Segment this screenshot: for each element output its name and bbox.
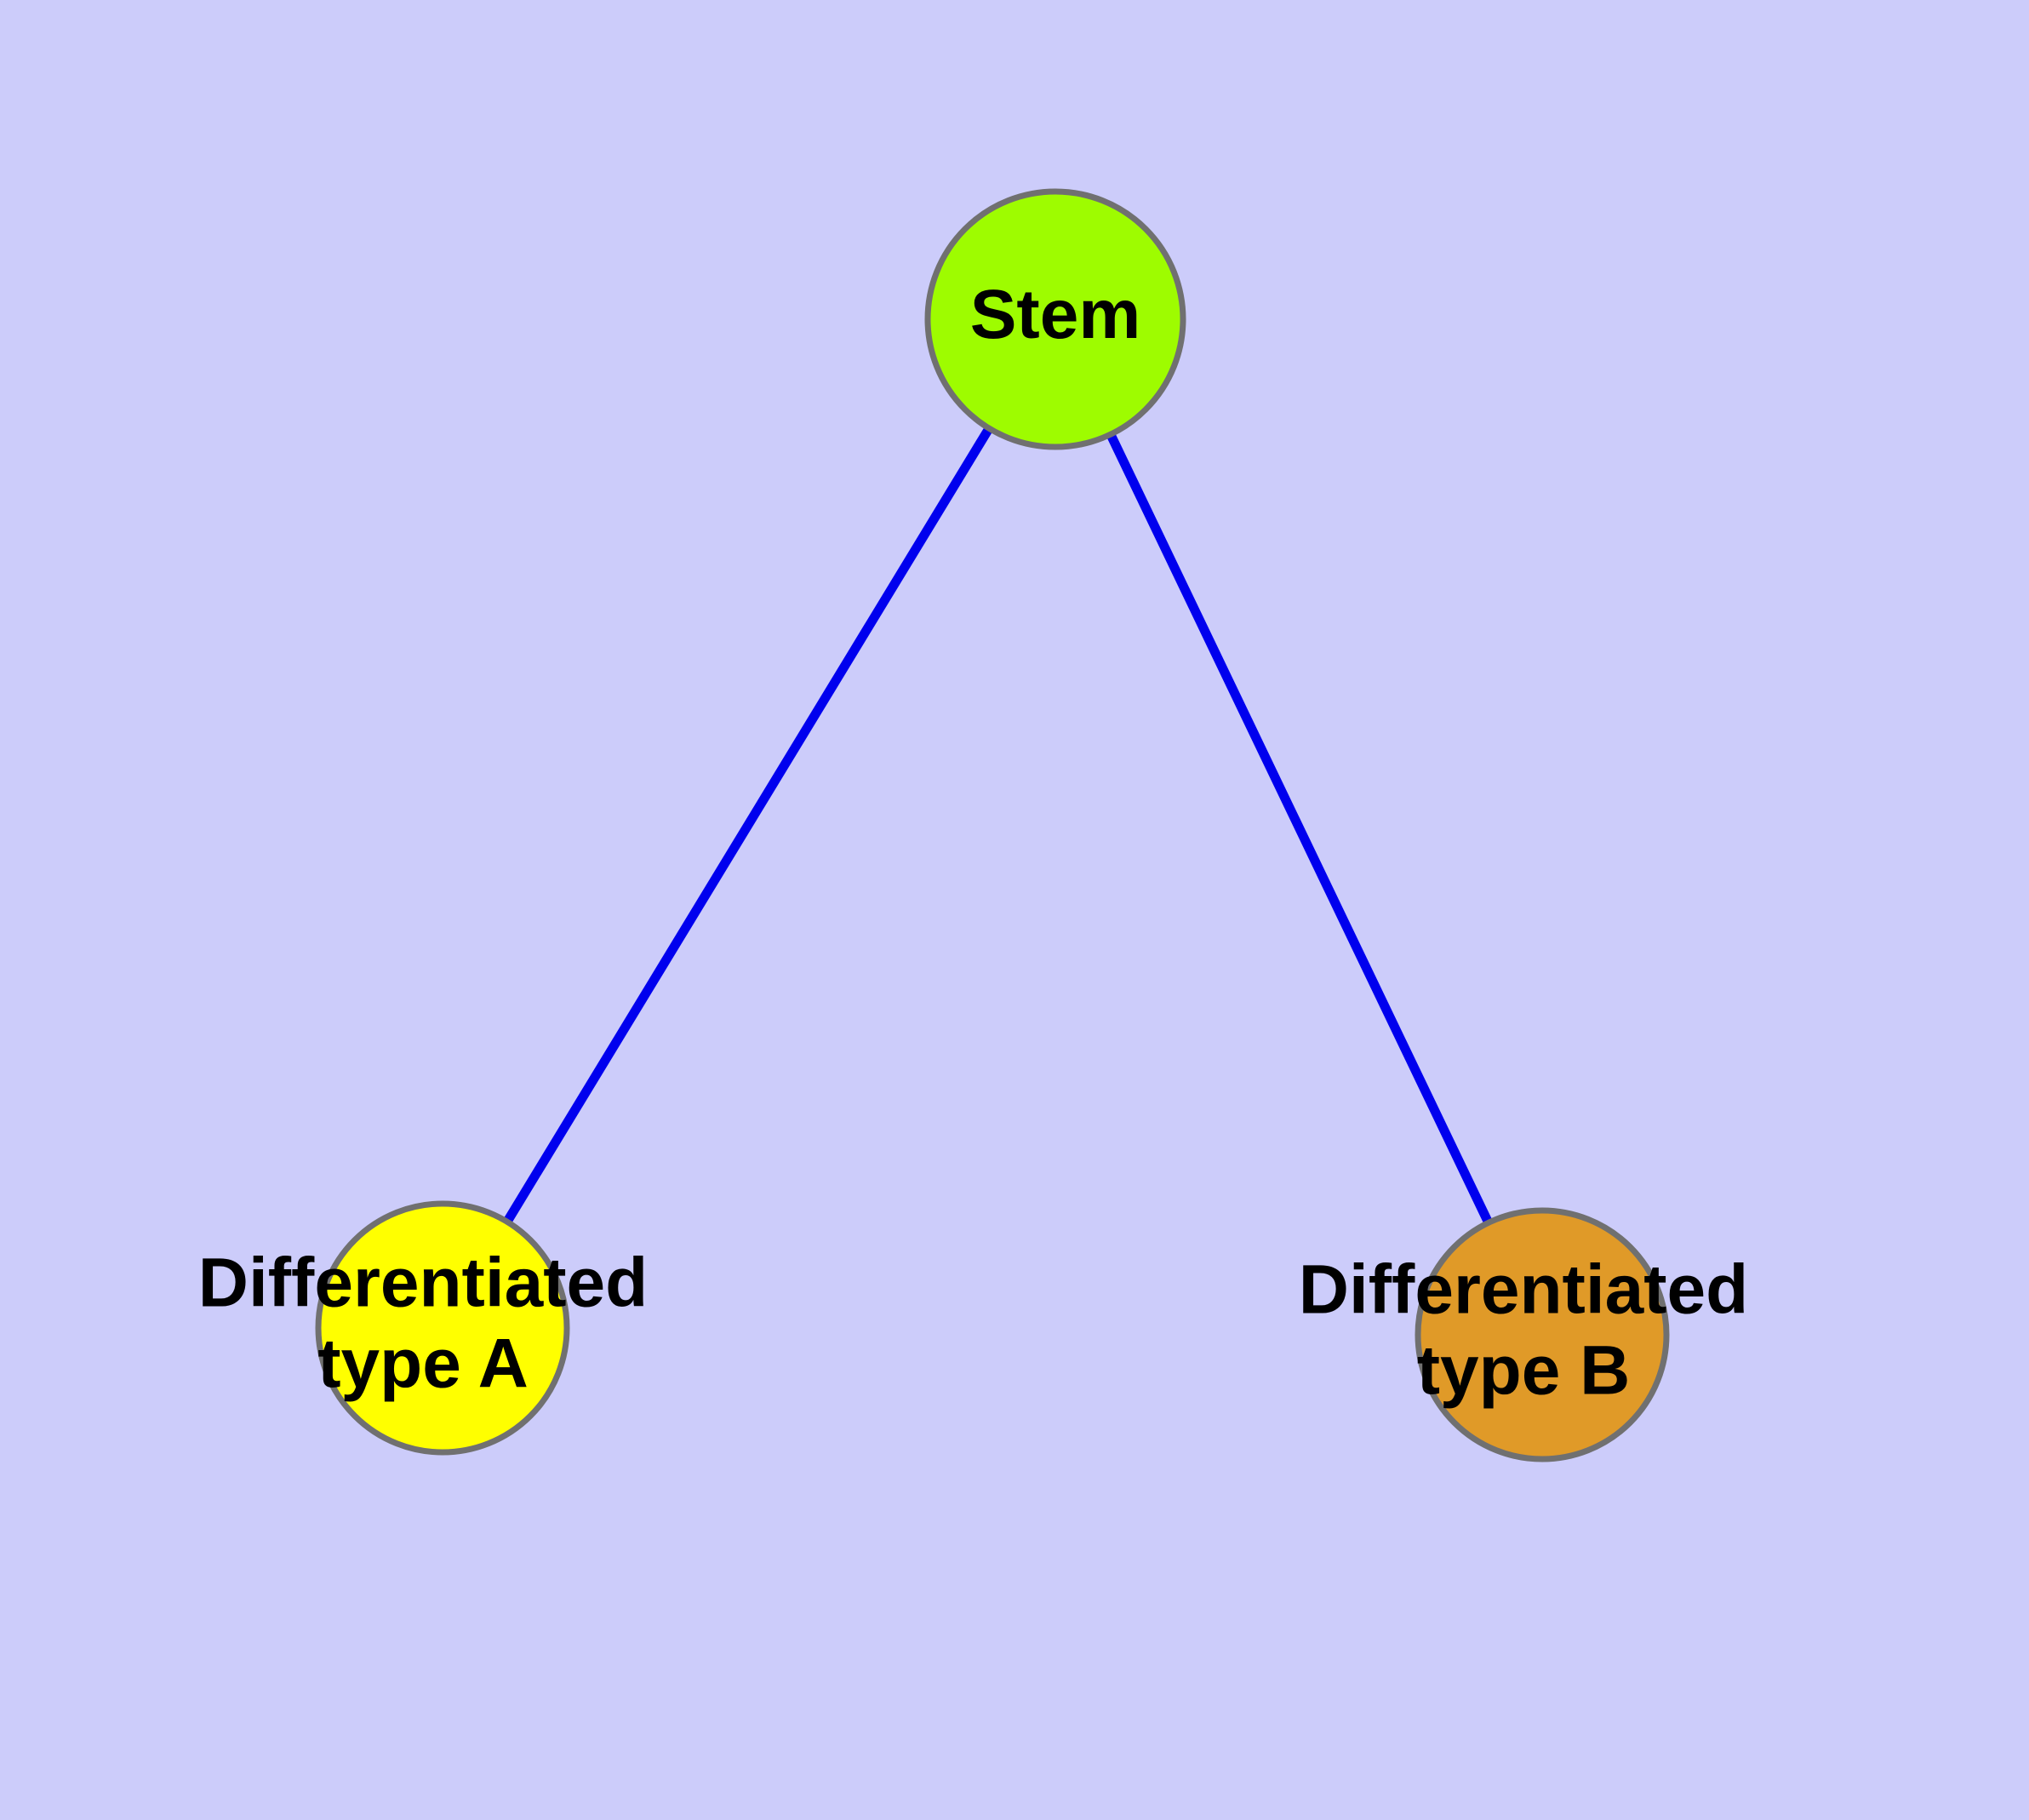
graph-edge-stem-to-diff-a	[503, 426, 993, 1225]
graph-node-stem[interactable]: Stem	[924, 188, 1186, 450]
graph-edge-stem-to-diff-b	[1106, 432, 1493, 1225]
node-circle-diff_b[interactable]	[1415, 1207, 1670, 1462]
node-label-line: Stem	[970, 276, 1141, 353]
node-circle-diff_a[interactable]	[315, 1200, 570, 1456]
node-label-line: type B	[1417, 1331, 1631, 1409]
node-label-line: Differentiated	[1299, 1251, 1749, 1328]
node-label-line: Differentiated	[198, 1244, 649, 1321]
node-circle-stem[interactable]	[924, 188, 1186, 450]
edge-layer	[503, 426, 1493, 1225]
node-label-stem: Stem	[970, 276, 1141, 353]
node-label-line: type A	[317, 1325, 529, 1402]
